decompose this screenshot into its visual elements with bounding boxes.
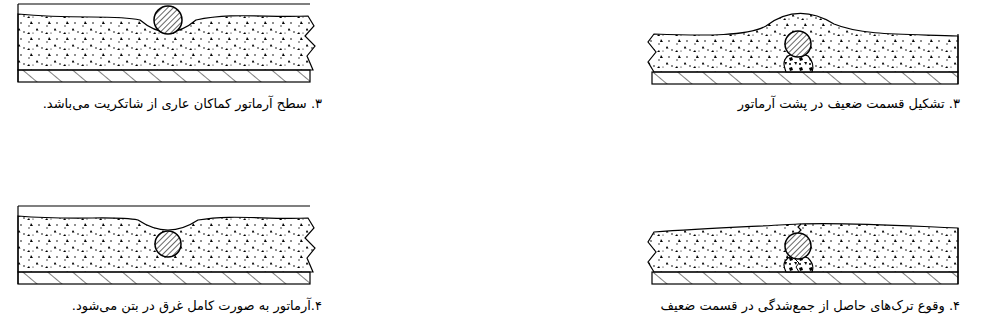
figure-caption: ۴. وقوع ترک‌های حاصل از جمع‌شدگی در قسمت… [661,298,960,314]
figure-caption: ۳. سطح آرماتور کماکان عاری از شاتکریت می… [43,96,322,112]
panel-shrinkage-crack [648,223,958,284]
figure-caption: ۴.آرماتور به صورت کامل غرق در بتن می‌شود… [72,298,322,314]
figure-caption: ۳. تشکیل قسمت ضعیف در پشت آرماتور [738,96,960,112]
panel-bar-exposed [18,4,315,82]
panel-bar-embedded [18,206,315,284]
panel-weak-zone [648,13,958,84]
